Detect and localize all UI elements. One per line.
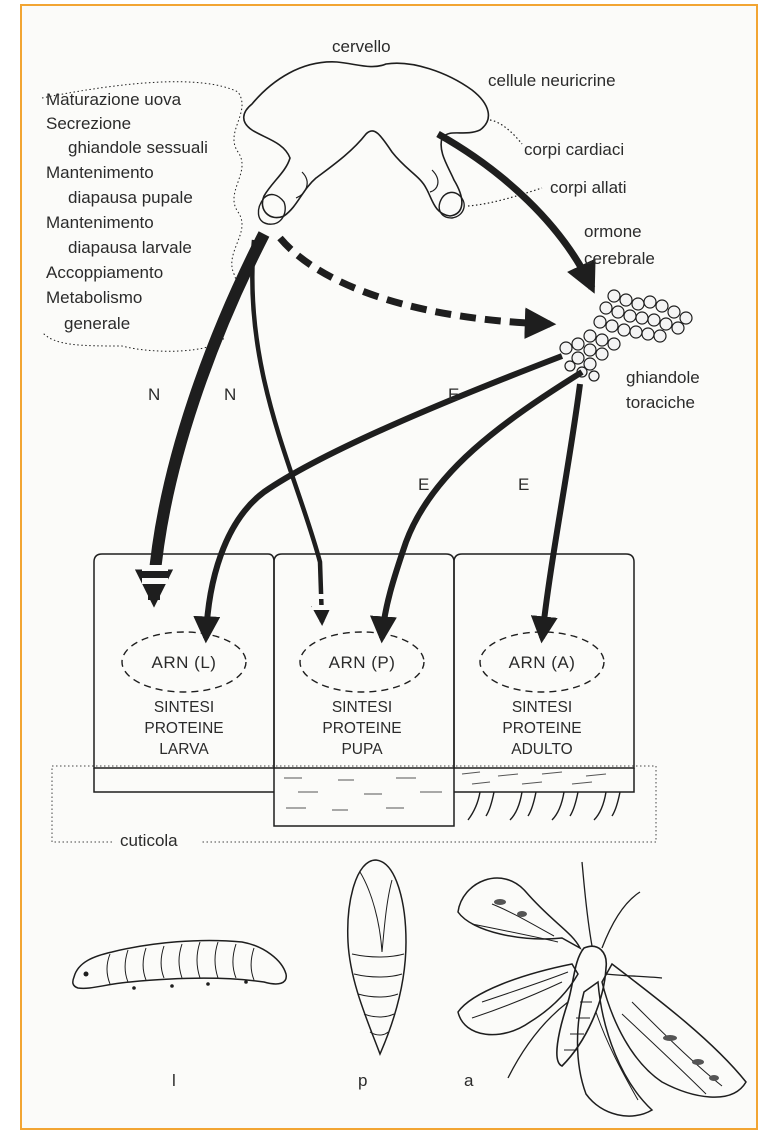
cell-larva-line1: SINTESI [154, 699, 214, 716]
cell-larva-line3: LARVA [159, 741, 209, 758]
labels: cervello cellule neuricrine corpi cardia… [46, 37, 700, 1090]
label-cuticle: cuticola [120, 831, 178, 850]
stage-label-adult: a [464, 1071, 474, 1090]
arrow-N-to-pupa [252, 240, 322, 622]
figure-frame: cervello cellule neuricrine corpi cardia… [20, 4, 758, 1130]
cell-adult-line2: PROTEINE [502, 720, 581, 737]
rna-larva-label: ARN (L) [152, 653, 217, 672]
label-corpora-cardiaca: corpi cardiaci [524, 140, 624, 159]
label-brain: cervello [332, 37, 391, 56]
function-item: generale [64, 314, 130, 333]
cell-larva-line2: PROTEINE [144, 720, 223, 737]
rna-pupa-label: ARN (P) [329, 653, 396, 672]
arrow-E-to-pupa [382, 372, 582, 638]
rna-adult-label: ARN (A) [509, 653, 576, 672]
function-item: Accoppiamento [46, 263, 163, 282]
function-item: diapausa larvale [68, 238, 192, 257]
function-item: Metabolismo [46, 288, 142, 307]
cell-adult-line1: SINTESI [512, 699, 572, 716]
larva-drawing [73, 940, 286, 989]
function-item: diapausa pupale [68, 188, 193, 207]
function-item: Mantenimento [46, 213, 154, 232]
function-item: Maturazione uova [46, 90, 182, 109]
pathway-letter-E: E [518, 475, 529, 494]
label-neurosecretory-cells: cellule neuricrine [488, 71, 616, 90]
pathway-letter-E: E [418, 475, 429, 494]
cell-adult-line3: ADULTO [511, 741, 572, 758]
label-brain-hormone-line2: cerebrale [584, 249, 655, 268]
arrow-brain-hormone-dashed [280, 238, 550, 324]
pupa-drawing [348, 860, 406, 1054]
cell-pupa-line2: PROTEINE [322, 720, 401, 737]
arrow-E-to-adult [542, 384, 580, 638]
arrow-N-to-larva [154, 234, 264, 600]
label-thoracic-glands-line1: ghiandole [626, 368, 700, 387]
endocrine-diagram: cervello cellule neuricrine corpi cardia… [22, 6, 760, 1132]
label-corpora-allata: corpi allati [550, 178, 627, 197]
pathway-letter-E: E [448, 385, 459, 404]
function-item: Mantenimento [46, 163, 154, 182]
pathway-letter-N: N [148, 385, 160, 404]
label-brain-hormone-line1: ormone [584, 222, 642, 241]
function-item: ghiandole sessuali [68, 138, 208, 157]
adult-moth-drawing [458, 862, 746, 1116]
hormone-arrows [142, 134, 592, 638]
pathway-letter-N: N [224, 385, 236, 404]
stage-label-pupa: p [358, 1071, 367, 1090]
label-thoracic-glands-line2: toraciche [626, 393, 695, 412]
function-item: Secrezione [46, 114, 131, 133]
arrow-E-to-larva [206, 356, 562, 638]
cell-pupa-line3: PUPA [341, 741, 383, 758]
cell-pupa-line1: SINTESI [332, 699, 392, 716]
cells [52, 554, 656, 842]
stage-label-larva: l [172, 1071, 176, 1090]
